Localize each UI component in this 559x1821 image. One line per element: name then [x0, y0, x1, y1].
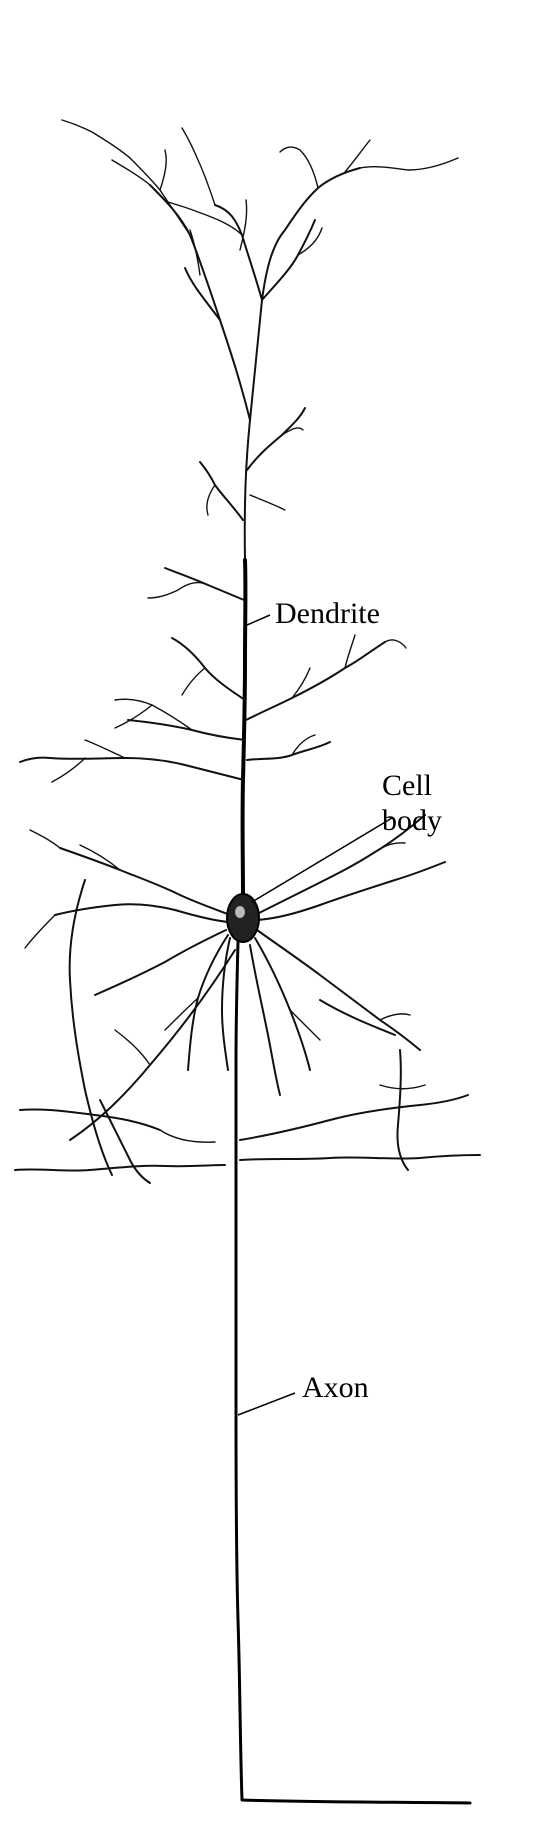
- axon-label: Axon: [302, 1371, 369, 1404]
- apical-trunk: [240, 558, 248, 902]
- nucleus: [235, 906, 245, 918]
- basal-dendrites: [24, 814, 446, 1176]
- cell-body-leader: [251, 817, 393, 903]
- axon-leader: [237, 1392, 296, 1416]
- dendrite-leader: [246, 614, 271, 626]
- axon: [234, 940, 472, 1805]
- dendrite-label: Dendrite: [275, 597, 380, 630]
- oblique-dendrites: [19, 407, 407, 783]
- lower-collaterals: [14, 1049, 481, 1184]
- cell-body-label-line2: body: [382, 804, 442, 837]
- cell-body-label-line1: Cell: [382, 769, 432, 802]
- apical-tuft: [61, 119, 459, 561]
- cell-body: [226, 893, 260, 943]
